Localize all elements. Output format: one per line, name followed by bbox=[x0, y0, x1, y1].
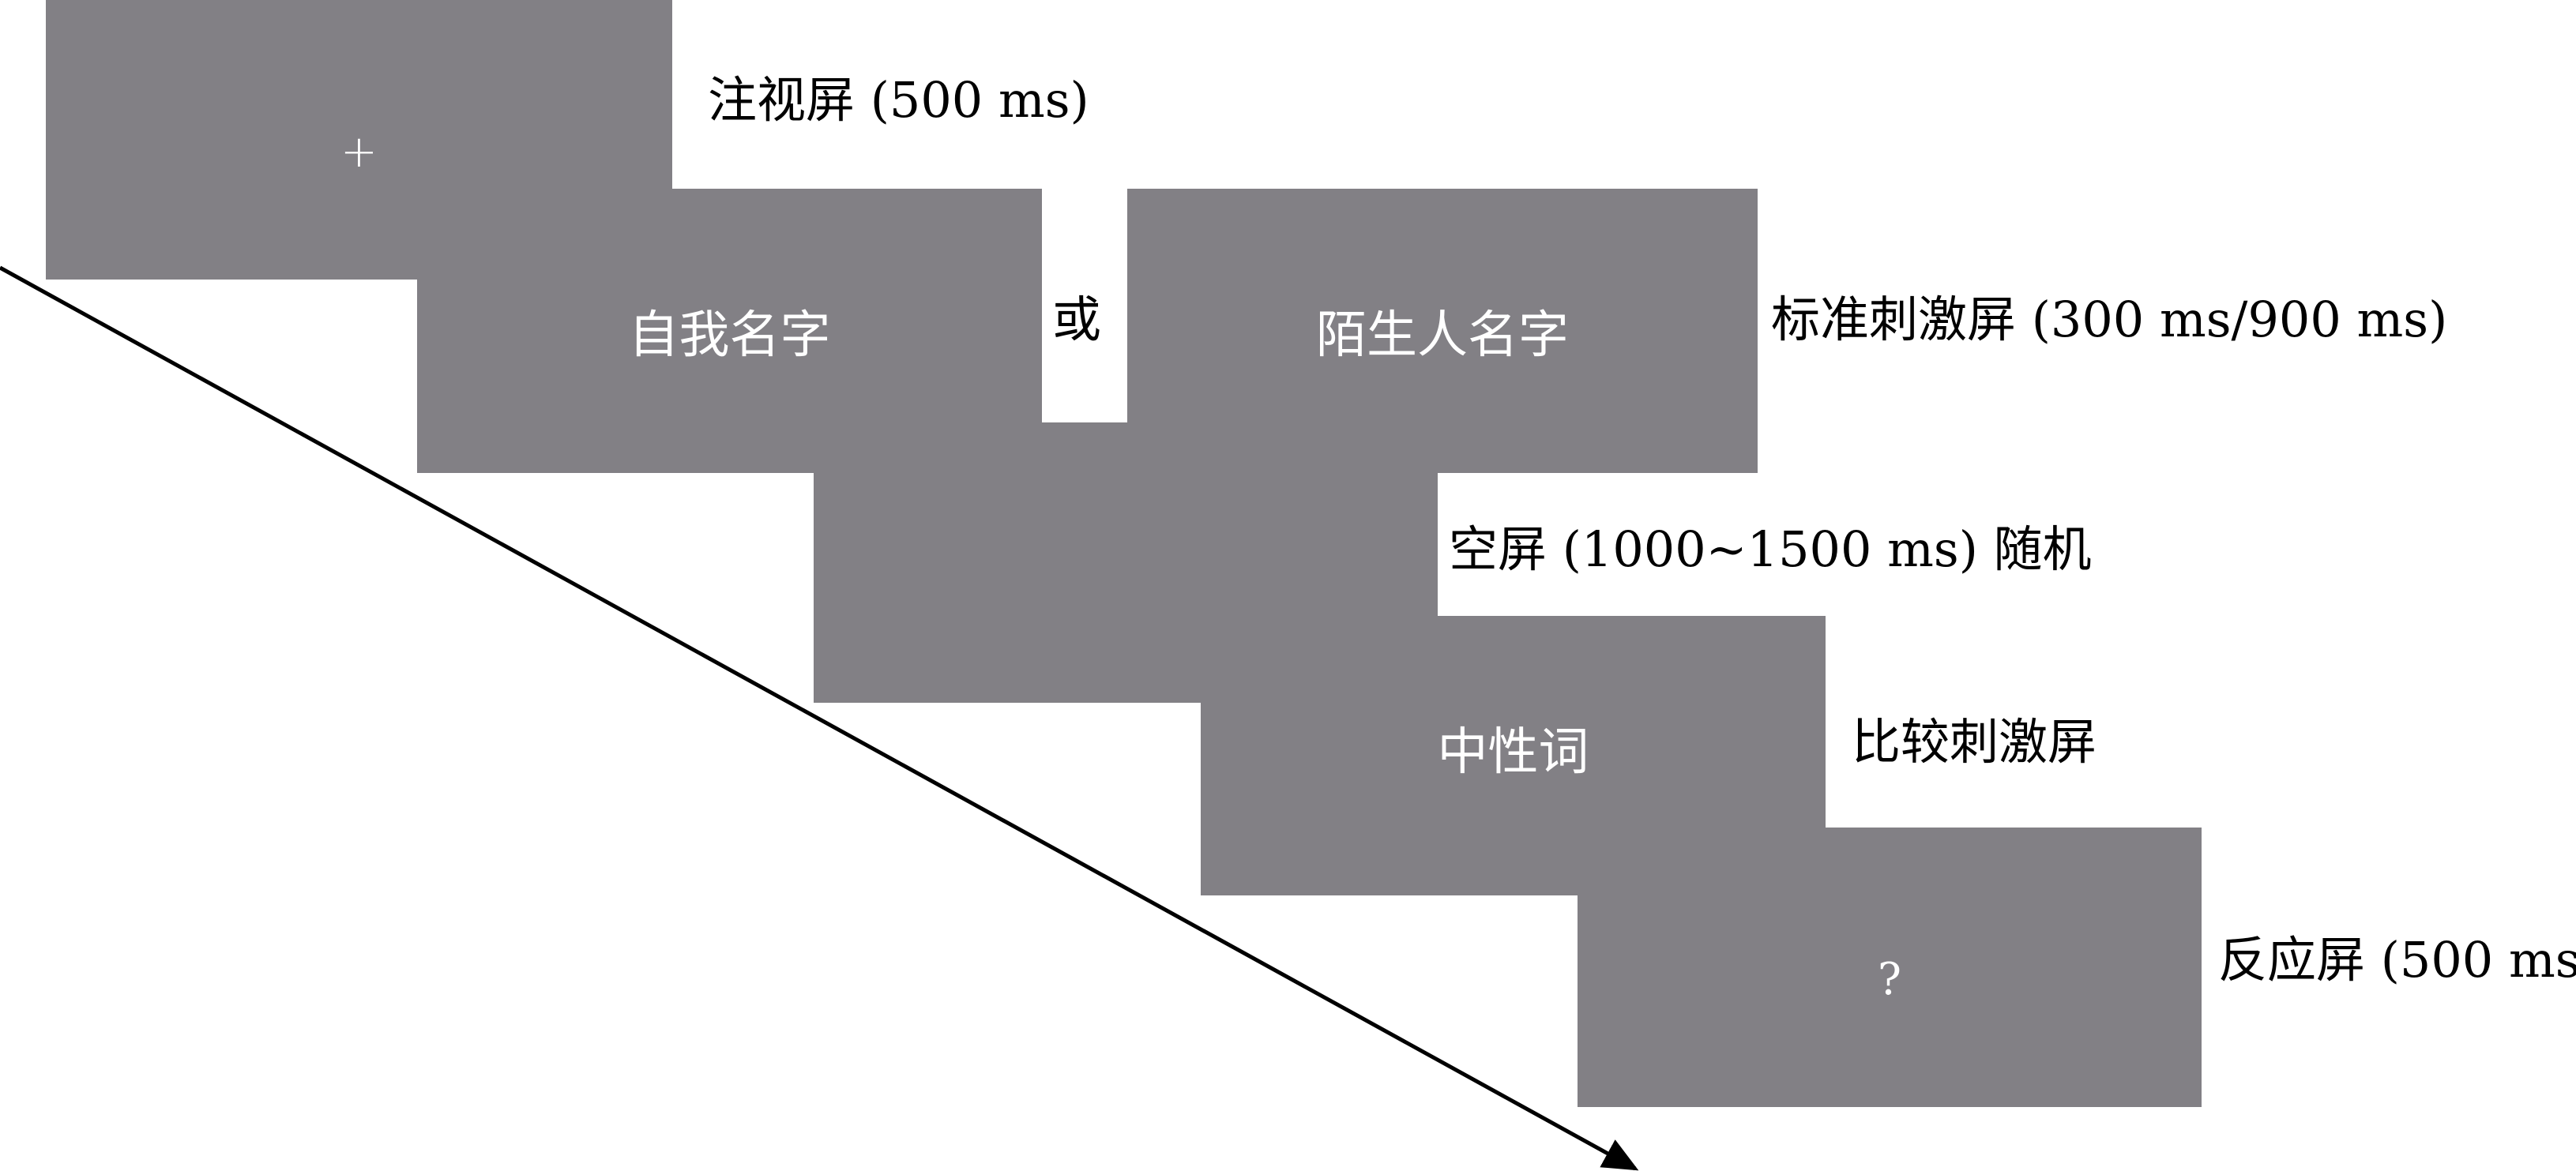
comparison-stimulus-label: 比较刺激屏 bbox=[1852, 713, 2097, 771]
self-name-screen: 自我名字 bbox=[417, 189, 1042, 473]
response-label: 反应屏 (500 ms) bbox=[2218, 931, 2576, 989]
response-screen: ? bbox=[1578, 828, 2202, 1107]
fixation-label: 注视屏 (500 ms) bbox=[708, 71, 1089, 129]
self-name-text: 自我名字 bbox=[628, 306, 831, 365]
stranger-name-text: 陌生人名字 bbox=[1316, 306, 1569, 365]
fixation-cross: + bbox=[340, 126, 378, 178]
blank-label: 空屏 (1000~1500 ms) 随机 bbox=[1449, 520, 2092, 578]
stranger-name-screen: 陌生人名字 bbox=[1127, 189, 1758, 473]
question-mark: ? bbox=[1877, 953, 1902, 1005]
neutral-word-text: 中性词 bbox=[1437, 723, 1589, 782]
or-label: 或 bbox=[1052, 291, 1102, 348]
standard-stimulus-label: 标准刺激屏 (300 ms/900 ms) bbox=[1771, 291, 2448, 348]
